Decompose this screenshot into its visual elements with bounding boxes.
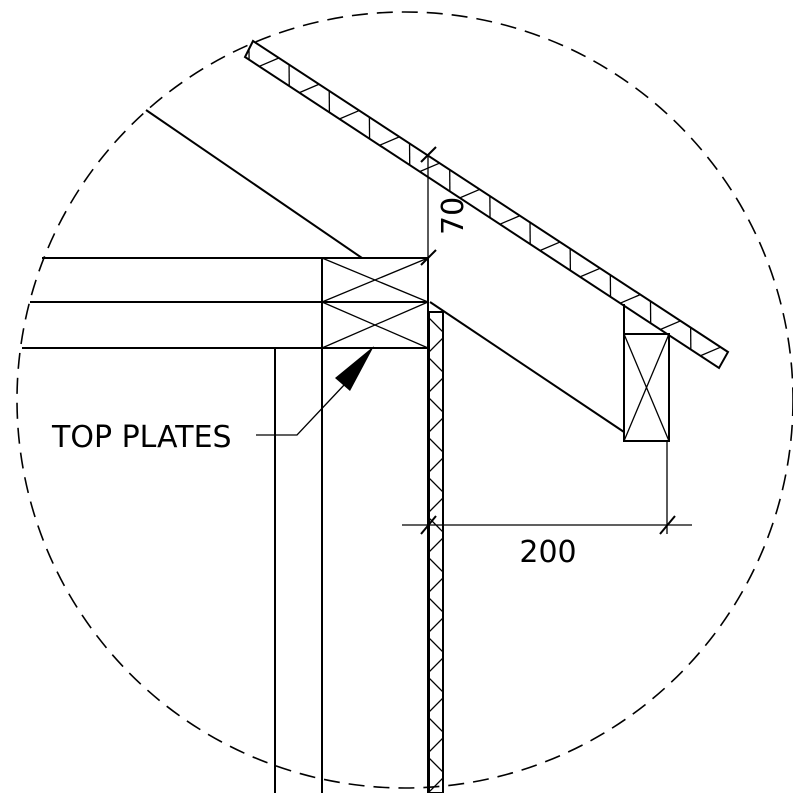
roof-hatch-line xyxy=(697,345,725,358)
top-plate-lower xyxy=(321,301,429,349)
wall-hatch-line xyxy=(429,557,443,573)
roof-hatch-line xyxy=(255,55,283,69)
roof-hatch-line xyxy=(616,292,645,306)
fascia-board xyxy=(623,304,670,442)
roof-hatch-line xyxy=(295,82,323,95)
wall-hatch-line xyxy=(429,757,443,773)
roof-hatch-line xyxy=(496,213,524,227)
detail-boundary-circle xyxy=(16,11,793,789)
rafter-lines xyxy=(145,109,625,433)
wall-hatch-line xyxy=(429,777,443,793)
wall-cladding xyxy=(428,311,444,793)
roof-hatch-line xyxy=(536,239,564,253)
wall-hatch-line xyxy=(429,637,443,653)
wall-hatch-line xyxy=(429,357,443,373)
leader-arrowhead xyxy=(335,346,374,391)
wall-hatch-line xyxy=(429,737,443,753)
wall-hatch-line xyxy=(429,497,443,513)
roof-height-label: 70 xyxy=(436,197,471,235)
roof-hatch-line xyxy=(657,318,685,332)
roof-hatch-line xyxy=(416,161,444,174)
roof-hatch-line xyxy=(335,108,363,121)
wall-hatch-line xyxy=(429,417,443,433)
roof-hatch-line xyxy=(376,134,404,148)
wall-hatch-line xyxy=(429,337,443,353)
wall-hatch-line xyxy=(429,437,443,453)
wall-hatch-line xyxy=(429,617,443,633)
wall-hatch-line xyxy=(429,697,443,713)
wall-hatch-line xyxy=(429,657,443,673)
wall-hatch-line xyxy=(429,457,443,473)
roof-height-dimension: 70 xyxy=(420,146,471,266)
top-plate-upper xyxy=(321,257,429,303)
wall-hatch-line xyxy=(429,597,443,613)
wall-hatch-line xyxy=(429,677,443,693)
wall-hatch-line xyxy=(429,577,443,593)
eave-overhang-dimension: 200 xyxy=(402,441,692,570)
roof-hatch-line xyxy=(456,187,484,200)
wall-hatch-line xyxy=(429,537,443,553)
top-plates-leader: TOP PLATES xyxy=(51,346,374,455)
roof-hatch-line xyxy=(576,266,604,279)
wall-hatch-line xyxy=(429,397,443,413)
roof-sheathing xyxy=(243,39,730,370)
wall-hatch-line xyxy=(429,317,443,333)
eave-overhang-label: 200 xyxy=(519,535,576,570)
wall-hatch-line xyxy=(429,377,443,393)
wall-hatch-line xyxy=(429,717,443,733)
wall-hatch-line xyxy=(429,477,443,493)
top-plates-label: TOP PLATES xyxy=(51,420,232,455)
